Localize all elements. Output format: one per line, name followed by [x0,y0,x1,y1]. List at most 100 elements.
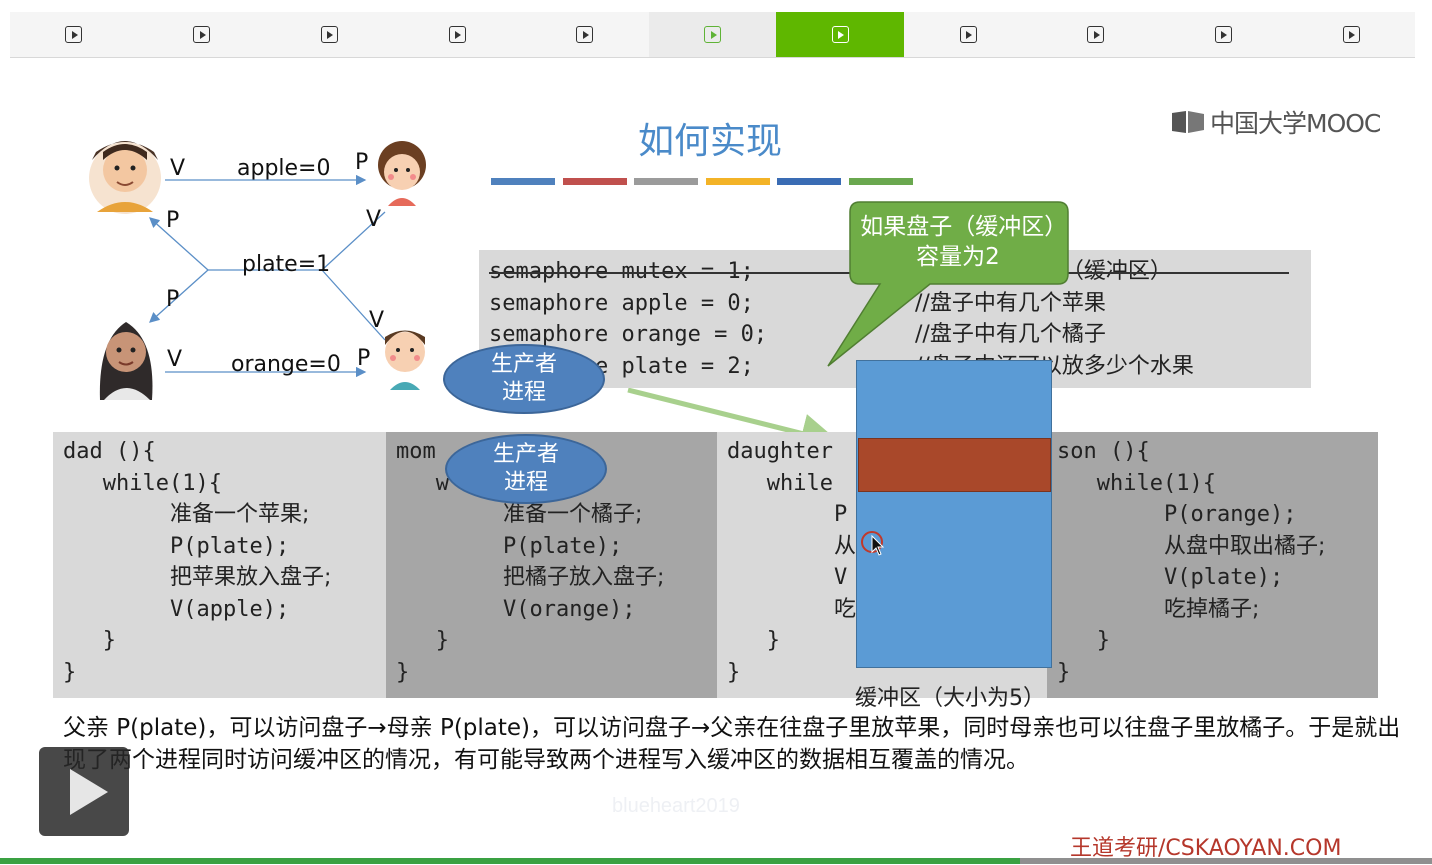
code-line: P(orange); [1164,502,1297,527]
callout-text: 如果盘子（缓冲区）容量为2 [860,214,1056,270]
dad-avatar [89,141,161,214]
logo-text: 中国大学MOOC [1210,109,1381,138]
slide-tab-1[interactable] [10,12,138,57]
slide-tab-6[interactable] [648,12,777,57]
play-slide-icon [193,26,211,43]
code-line: V(apple); [170,596,290,622]
mom-avatar [99,322,153,400]
play-button[interactable] [39,747,129,836]
slide-tab-3[interactable] [265,12,393,57]
slide-tab-2[interactable] [138,12,266,57]
play-slide-icon [1342,26,1360,43]
code-line: dad (){ [63,439,156,464]
code-line: 把橘子放入盘子; [503,565,665,590]
watermark: blueheart2019 [612,795,740,817]
code-line: son (){ [1057,439,1150,464]
code-line: w [396,470,449,496]
process-label: 进程 [501,380,546,405]
code-line: V(orange); [503,596,636,622]
son-avatar [385,330,425,390]
son-to-plate-edge [321,269,386,341]
producer-ellipse-mom: 生产者进程 [445,434,607,504]
play-slide-icon [65,26,83,43]
code-line: mom [396,439,436,464]
code-line: 准备一个橘子; [503,502,643,527]
dad-p-label: P [166,208,180,233]
daughter-p-label: P [355,150,369,175]
code-line: daughter [727,439,833,464]
code-line: 从盘中取出橘子; [1164,533,1326,559]
book-logo-icon [1172,111,1204,133]
code-line: } [1057,628,1110,653]
dad-process-code: dad (){ while(1){ 准备一个苹果; P(plate); 把苹果放… [53,432,386,698]
code-line: while(1){ [1057,470,1216,496]
title-color-bar [634,178,698,185]
title-color-bar [848,178,913,185]
plate-to-dad-edge [149,217,209,271]
video-progress-fill [0,858,1020,864]
plate-to-mom-edge [149,269,209,323]
code-line: V [834,565,848,590]
code-line: P(plate); [170,533,290,559]
code-line: while [727,470,833,496]
play-slide-icon [959,26,977,43]
title-color-bar [562,178,627,185]
buffer-block [856,360,1052,668]
code-line: 准备一个苹果; [170,502,310,527]
play-icon [70,768,108,815]
daughter-to-plate-edge [321,211,386,271]
buffer-caption: 缓冲区（大小为5） [855,686,1045,711]
dad-v-label: V [170,156,186,181]
code-line: } [727,628,780,653]
slide-tab-4[interactable] [393,12,521,57]
play-slide-icon [831,26,849,43]
slide-tab-9[interactable] [1032,12,1160,57]
play-slide-icon [1087,26,1105,43]
slide-tab-11[interactable] [1287,12,1415,57]
code-line: } [63,628,116,653]
play-slide-icon [320,26,338,43]
title-color-bar [491,178,555,185]
code-line: P(plate); [503,533,623,559]
semaphore-line-apple: semaphore apple = 0;//盘子中有几个苹果 [489,290,1106,316]
producer-ellipse-dad: 生产者进程 [443,344,605,414]
code-line: } [1057,659,1071,685]
code-line: } [63,659,77,685]
orange-semaphore-label: orange=0 [231,352,341,377]
code-line: } [727,659,741,685]
son-v-label: V [369,308,385,333]
buffer-occupied-slot [858,438,1051,492]
code-line: P [834,502,848,527]
slide-navigation [10,12,1415,58]
callout-bubble [827,201,1069,367]
mom-v-label: V [167,347,183,372]
daughter-avatar [378,141,426,206]
slide-tab-8[interactable] [904,12,1032,57]
daughter-v-label: V [366,207,382,232]
play-slide-icon [1214,26,1232,43]
title-color-bar [705,178,770,185]
slide-tab-7[interactable] [776,12,905,57]
slide-tab-5[interactable] [521,12,649,57]
play-slide-icon [448,26,466,43]
code-line: V(plate); [1164,565,1284,590]
semaphore-line-orange: semaphore orange = 0;//盘子中有几个橘子 [489,322,1106,347]
code-line: while(1){ [63,470,222,496]
son-process-code: son (){ while(1){ P(orange); 从盘中取出橘子; V(… [1047,432,1378,698]
slide-tab-10[interactable] [1160,12,1288,57]
play-slide-icon [576,26,594,43]
play-slide-icon [704,26,722,43]
process-label: 进程 [503,470,548,495]
semaphore-line-mutex: semaphore mutex = 1;//互斥访问盘子（缓冲区） [489,256,1289,288]
code-line: 吃 [834,596,857,622]
mom-p-label: P [166,287,180,312]
title-color-bar [777,178,841,185]
code-line: } [396,659,410,685]
code-line: } [396,628,449,653]
plate-semaphore-label: plate=1 [242,252,331,277]
mooc-logo: 中国大学MOOC [1170,106,1381,138]
code-line: 从 [834,533,857,559]
explanation-text: 父亲 P(plate)，可以访问盘子→母亲 P(plate)，可以访问盘子→父亲… [63,715,1401,773]
mouse-cursor-icon [861,531,885,556]
